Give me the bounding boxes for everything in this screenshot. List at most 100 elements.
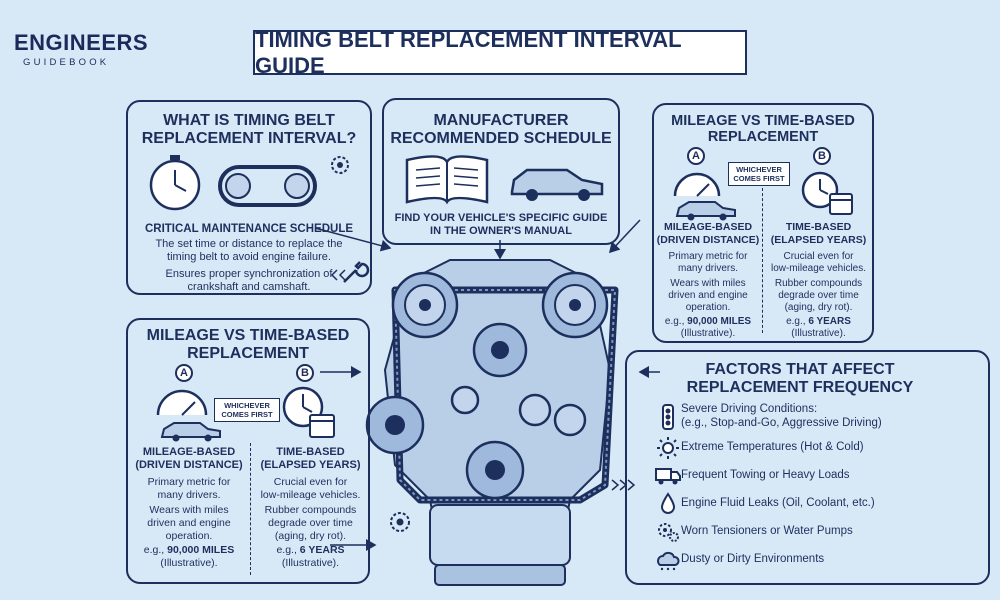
mileage-left-a-title-line2: (DRIVEN DISTANCE) xyxy=(135,459,243,472)
stopwatch-icon xyxy=(149,155,201,211)
mileage-left-b-example-value: 6 YEARS xyxy=(299,544,345,556)
tensioner-left-icon xyxy=(365,395,425,455)
mileage-top-b-desc: Crucial even for low-mileage vehicles. xyxy=(765,251,872,275)
what-is-note-line1: Ensures proper synchronization of xyxy=(165,268,333,280)
mileage-top-b-note: Rubber compounds degrade over time (agin… xyxy=(765,278,872,315)
whichever-line2-top: COMES FIRST xyxy=(733,174,785,183)
brand-sub: GUIDEBOOK xyxy=(23,57,110,68)
brand-name: ENGINEERS xyxy=(14,30,149,55)
mileage-top-a-desc-line1: Primary metric for xyxy=(668,251,748,262)
mileage-top-a-note-line1: Wears with miles xyxy=(670,278,746,289)
mileage-left-b-example-suffix: (Illustrative). xyxy=(281,556,340,569)
calendar-icon xyxy=(309,414,335,438)
engine-illustration xyxy=(365,259,619,586)
mileage-top-a-note-line3: operation. xyxy=(685,302,731,314)
mileage-left-a-title: MILEAGE-BASED (DRIVEN DISTANCE) xyxy=(130,446,248,473)
mileage-top-a-example-suffix: (Illustrative). xyxy=(680,328,736,340)
factor-label: Dusty or Dirty Environments xyxy=(681,553,825,566)
mileage-left-b-example: e.g., 6 YEARS (Illustrative). xyxy=(253,544,368,570)
gear-icon xyxy=(331,156,349,174)
whichever-line1-top: WHICHEVER xyxy=(736,165,782,174)
mileage-top-a-desc: Primary metric for many drivers. xyxy=(654,251,762,275)
what-is-title-line2: REPLACEMENT INTERVAL? xyxy=(141,129,357,147)
factor-label: Frequent Towing or Heavy Loads xyxy=(681,469,850,482)
mileage-top-title: MILEAGE vs TIME-BASED REPLACEMENT xyxy=(652,113,874,145)
mileage-top-b-note-line3: (aging, dry rot). xyxy=(784,302,853,314)
mileage-top-a-desc-line2: many drivers. xyxy=(677,263,738,275)
manufacturer-panel xyxy=(382,98,620,245)
mileage-top-b-example: e.g., 6 YEARS (Illustrative). xyxy=(765,316,872,340)
truck-icon xyxy=(655,466,681,486)
mileage-top-title-line2: REPLACEMENT xyxy=(707,129,819,146)
mileage-top-a-note: Wears with miles driven and engine opera… xyxy=(654,278,762,315)
mileage-top-a-title-line2: (DRIVEN DISTANCE) xyxy=(656,233,760,246)
mileage-top-icons xyxy=(673,171,853,221)
whichever-line1-left: WHICHEVER xyxy=(224,401,270,410)
mileage-top-b-example-suffix: (Illustrative). xyxy=(791,328,846,340)
manufacturer-title-line1: MANUFACTURER xyxy=(433,112,569,129)
factor-item: Dusty or Dirty Environments xyxy=(655,546,975,574)
mileage-left-a-desc: Primary metric for many drivers. xyxy=(130,476,248,502)
mileage-left-b-note-line3: (aging, dry rot). xyxy=(274,529,347,542)
camshaft-gear-left-icon xyxy=(391,271,459,339)
mileage-top-b-note-line1: Rubber compounds xyxy=(774,278,863,289)
owners-manual-book-icon xyxy=(405,155,489,205)
mileage-left-a-desc-line2: many drivers. xyxy=(157,488,221,501)
mileage-left-b-example-prefix: e.g., xyxy=(276,544,300,556)
brand-logo: ENGINEERS GUIDEBOOK xyxy=(14,30,148,68)
calendar-icon xyxy=(829,193,853,215)
gear-icon xyxy=(390,512,410,532)
mileage-top-a-example-value: 90,000 MILES xyxy=(687,316,752,327)
mileage-left-title-line1: MILEAGE vs TIME-BASED xyxy=(146,327,350,344)
mileage-left-b-desc: Crucial even for low-mileage vehicles. xyxy=(253,476,368,502)
mileage-top-b-note-line2: degrade over time xyxy=(778,290,859,302)
factor-label: Worn Tensioners or Water Pumps xyxy=(681,525,853,538)
mileage-left-b-title-line2: (ELAPSED YEARS) xyxy=(260,459,361,472)
manufacturer-desc-line2: IN THE OWNER'S MANUAL xyxy=(430,225,572,238)
mileage-left-a-example: e.g., 90,000 MILES (Illustrative). xyxy=(130,544,248,570)
crankshaft-gear-icon xyxy=(465,440,525,500)
car-icon xyxy=(675,201,736,221)
car-icon xyxy=(160,422,221,442)
factor-label-line1: Severe Driving Conditions: xyxy=(681,403,818,416)
mileage-left-b-note-line1: Rubber compounds xyxy=(264,504,357,516)
manufacturer-desc: FIND YOUR VEHICLE'S SPECIFIC GUIDE IN TH… xyxy=(382,212,620,239)
mileage-left-b-title-line1: TIME-BASED xyxy=(276,446,345,458)
mileage-left-a-note-line1: Wears with miles xyxy=(149,504,229,516)
what-is-subtitle: CRITICAL MAINTENANCE SCHEDULE xyxy=(144,223,354,235)
mileage-left-title: MILEAGE vs TIME-BASED REPLACEMENT xyxy=(126,327,370,363)
camshaft-gear-right-icon xyxy=(541,271,609,339)
factor-item: Worn Tensioners or Water Pumps xyxy=(655,518,975,546)
factors-title-line2: REPLACEMENT FREQUENCY xyxy=(686,378,914,396)
badge-b-left: B xyxy=(296,364,314,382)
whichever-comes-first-left: WHICHEVER COMES FIRST xyxy=(214,398,280,422)
badge-a-left: A xyxy=(175,364,193,382)
factor-label: Engine Fluid Leaks (Oil, Coolant, etc.) xyxy=(681,497,875,510)
whichever-comes-first-top: WHICHEVER COMES FIRST xyxy=(728,162,790,186)
mileage-top-a-example: e.g., 90,000 MILES (Illustrative). xyxy=(654,316,762,340)
mileage-left-a-title-line1: MILEAGE-BASED xyxy=(142,446,236,458)
mileage-top-b-desc-line1: Crucial even for xyxy=(783,251,854,262)
what-is-desc-line2: timing belt to avoid engine failure. xyxy=(167,251,331,264)
mileage-top-b-title-line2: (ELAPSED YEARS) xyxy=(770,233,867,246)
mileage-left-a-example-value: 90,000 MILES xyxy=(167,544,235,556)
wrench-icon xyxy=(343,261,370,283)
mileage-left-a-example-suffix: (Illustrative). xyxy=(160,556,218,569)
badge-a-top: A xyxy=(687,147,705,165)
mileage-left-title-line2: REPLACEMENT xyxy=(187,344,309,362)
mileage-left-b-note-line2: degrade over time xyxy=(268,516,353,529)
factor-item: Extreme Temperatures (Hot & Cold) xyxy=(655,434,975,462)
mileage-top-b-example-value: 6 YEARS xyxy=(808,316,851,327)
mileage-top-a-title: MILEAGE-BASED (DRIVEN DISTANCE) xyxy=(654,221,762,247)
mileage-left-a-example-prefix: e.g., xyxy=(143,544,168,556)
droplet-icon xyxy=(655,492,681,515)
mileage-top-b-title: TIME-BASED (ELAPSED YEARS) xyxy=(765,221,872,247)
mileage-top-a-title-line1: MILEAGE-BASED xyxy=(663,221,753,233)
speedometer-icon xyxy=(673,172,721,197)
mileage-top-b-title-line1: TIME-BASED xyxy=(785,221,852,233)
mileage-top-title-line1: MILEAGE vs TIME-BASED xyxy=(671,113,855,129)
what-is-title-line1: WHAT IS TIMING BELT xyxy=(163,112,335,129)
mileage-left-icons xyxy=(156,386,335,442)
mileage-left-divider xyxy=(250,443,252,575)
